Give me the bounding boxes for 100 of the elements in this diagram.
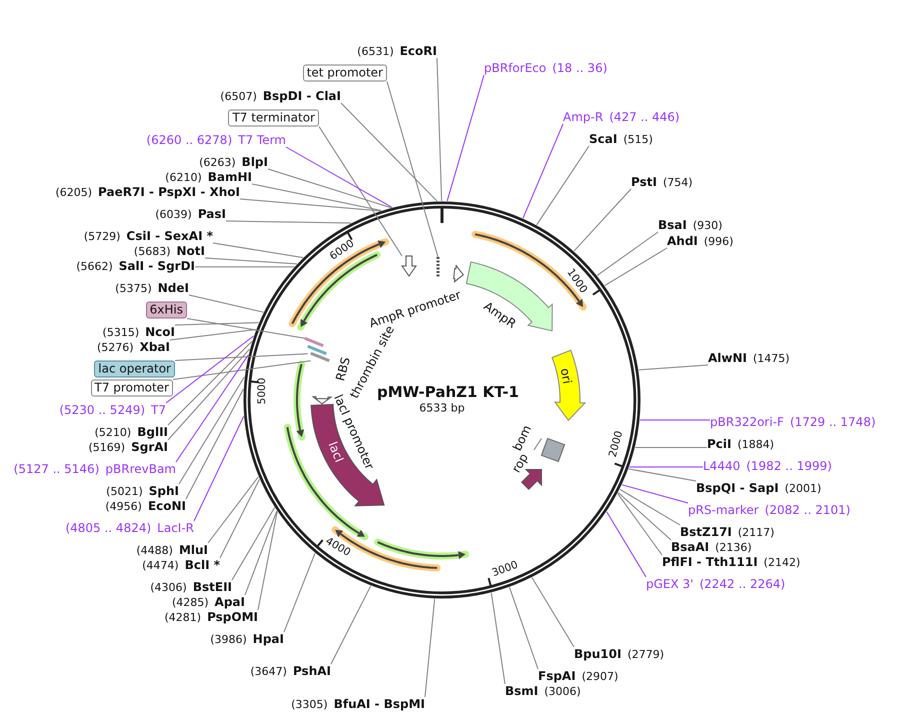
tick-label: 3000 [490,558,520,580]
leader-line [204,258,298,264]
leader-line [536,146,590,226]
site-position: (5169) [88,441,126,454]
site-position: (2001) [784,482,822,495]
site-position: (996) [704,235,734,248]
primer-name: Amp-R [563,110,604,124]
site-position: (4285) [172,596,209,609]
enzyme-name: BfuAI - BspMI [334,697,425,711]
leader-line [168,341,252,426]
leader-line [628,468,696,482]
site-position: (5375) [115,282,152,295]
site-position: (3006) [544,685,581,698]
leader-line [284,552,316,632]
enzyme-name: BsaI [658,218,687,232]
site-position: (5021) [106,485,143,498]
plasmid-length: 6533 bp [419,402,465,414]
leader-line [208,476,259,544]
leader-line [622,484,688,504]
leader-line [446,74,484,202]
enzyme-name: PshAI [292,664,331,678]
enzyme-name: HpaI [252,632,284,646]
primer-name: pBR322ori-F [710,415,784,429]
feature-label: 6xHis [146,302,187,318]
leader-line [170,329,256,340]
enzyme-name: BsaAI [671,540,710,554]
site-position: (1475) [753,352,790,365]
enzyme-name: BlpI [242,155,268,169]
enzyme-name: NdeI [158,281,189,295]
leader-line [178,376,245,484]
primer-name: pGEX 3' [646,577,694,591]
primer-name: T7 [151,403,166,417]
tick-label: 5000 [256,378,268,404]
site-position: (3305) [291,698,328,711]
leader-line [240,198,381,212]
primer-name: pBRrevBam [105,462,176,476]
leader-line [166,336,254,404]
enzyme-name: AlwNI [708,351,747,365]
enzyme-name: SalI - SgrDI [118,259,195,273]
leader-line [188,294,264,313]
feature-label: T7 promoter [90,380,173,396]
enzyme-name: PflFI - Tth111I [662,555,758,569]
enzyme-name: ApaI [214,595,245,609]
leader-line [220,478,260,558]
leader-line [330,585,372,664]
enzyme-name: ScaI [589,132,618,146]
site-position: (5729) [84,230,120,243]
leader-line [172,360,312,380]
feature-label: ori [558,367,574,385]
leader-line [533,438,542,450]
site-position: (5683) [134,245,170,258]
primer-name: LacI-R [157,521,194,535]
site-position: (4956) [105,500,142,513]
feature-label: tet promoter [302,64,387,82]
site-position: (2136) [715,541,752,554]
feature-label: RBS [333,356,353,382]
site-position: (4488) [136,544,173,557]
enzyme-name: PasI [198,207,226,221]
enzyme-name: NotI [176,244,205,258]
enzyme-name: BspDI - ClaI [262,89,341,103]
site-position: (515) [623,133,653,146]
leader-line [186,388,244,500]
enzyme-name: CsiI - SexAI * [126,229,213,243]
leader-line [618,492,672,540]
primer-position: (5230 .. 5249) [59,403,146,417]
feature-label: lac operator [94,360,175,378]
tick-label: 2000 [606,430,626,458]
leader-line [619,488,680,526]
enzyme-name: Bpu10I [574,647,622,661]
enzyme-name: BstZ17I [680,525,732,539]
leader-line [212,242,304,258]
primer-position: (5127 .. 5146) [14,462,100,476]
feature-label: bom [510,422,534,454]
site-position: (5276) [97,341,134,354]
leader-line [604,248,668,286]
leader-line [596,232,658,276]
primer-position: (18 .. 36) [552,61,608,75]
site-position: (2117) [738,526,774,539]
enzyme-name: BglII [137,425,168,439]
leader-line [252,184,382,212]
enzyme-name: PciI [707,437,732,451]
enzyme-name: BamHI [208,170,252,184]
enzyme-name: FspAI [538,669,576,683]
enzyme-name: MluI [178,543,208,557]
feature-label: rop [509,451,531,475]
primer-name: L4440 [703,459,740,473]
site-position: (4281) [164,611,202,624]
leader-line [531,577,574,648]
leader-line [286,146,393,208]
leader-line [508,586,538,670]
site-position: (4306) [150,581,187,594]
site-position: (2142) [764,556,800,569]
primer-position: (427 .. 446) [609,110,680,124]
leader-line [574,188,632,252]
leader-line [640,420,710,421]
enzyme-name: PaeR7I - PspXI - XhoI [98,185,240,199]
primer-name: pRS-marker [688,503,759,517]
leader-line [424,598,436,698]
site-position: (3647) [250,665,287,678]
leader-line [268,168,392,208]
